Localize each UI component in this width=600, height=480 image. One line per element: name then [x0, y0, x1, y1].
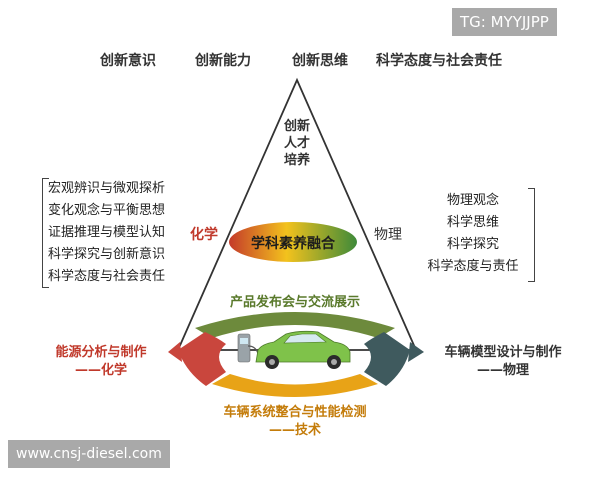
right-arrow-point — [408, 342, 424, 362]
apex-line-3: 培养 — [283, 153, 310, 168]
top-label-2: 创新能力 — [195, 53, 251, 69]
apex-line-1: 创新 — [283, 119, 310, 134]
top-label-3: 创新思维 — [292, 53, 348, 69]
watermark-bottom: www.cnsj-diesel.com — [8, 440, 170, 468]
list-item: 科学态度与社会责任 — [48, 269, 166, 284]
right-subject-label: 物理 — [374, 227, 402, 243]
list-item: 科学探究与创新意识 — [48, 247, 166, 262]
list-item: 变化观念与平衡思想 — [48, 203, 166, 218]
chemistry-list: 宏观辨识与微观探析 变化观念与平衡思想 证据推理与模型认知 科学探究与创新意识 … — [48, 178, 165, 288]
list-item: 宏观辨识与微观探析 — [48, 181, 166, 196]
core-label: 学科素养融合 — [251, 236, 335, 252]
left-segment-label: 能源分析与制作 ——化学 — [36, 344, 166, 380]
ring-top-segment — [195, 312, 395, 338]
list-item: 科学态度与责任 — [427, 259, 519, 274]
list-item: 物理观念 — [446, 193, 499, 208]
list-item: 科学探究 — [446, 237, 499, 252]
physics-bracket — [528, 188, 535, 282]
ring-right-segment — [364, 332, 410, 386]
top-label-4: 科学态度与社会责任 — [376, 53, 502, 69]
bottom-segment-line-1: 车辆系统整合与性能检测 — [223, 405, 367, 420]
watermark-top: TG: MYYJJPP — [452, 8, 557, 36]
watermark-bottom-text: www.cnsj-diesel.com — [16, 446, 162, 462]
right-segment-label: 车辆模型设计与制作 ——物理 — [428, 344, 578, 380]
bottom-segment-line-2: ——技术 — [268, 423, 321, 438]
ring-left-segment — [178, 332, 226, 386]
list-item: 科学思维 — [446, 215, 499, 230]
top-arc-label: 产品发布会与交流展示 — [229, 295, 360, 310]
watermark-top-text: TG: MYYJJPP — [460, 13, 549, 31]
core-ellipse — [229, 222, 357, 262]
top-label-1: 创新意识 — [100, 53, 156, 69]
left-segment-line-2: ——化学 — [74, 363, 127, 378]
list-item: 证据推理与模型认知 — [48, 225, 166, 240]
left-segment-line-1: 能源分析与制作 — [55, 345, 147, 360]
physics-list: 物理观念 科学思维 科学探究 科学态度与责任 — [418, 190, 528, 278]
car-illustration — [255, 330, 351, 369]
chemistry-bracket — [42, 178, 49, 288]
right-segment-line-1: 车辆模型设计与制作 — [444, 345, 562, 360]
left-subject-label: 化学 — [190, 227, 218, 243]
apex-line-2: 人才 — [283, 136, 310, 151]
bottom-segment-label: 车辆系统整合与性能检测 ——技术 — [200, 404, 390, 440]
apex-label: 创新 人才 培养 — [272, 118, 322, 169]
left-arrow-point — [168, 342, 182, 362]
ring-bottom-segment — [212, 374, 378, 397]
right-segment-line-2: ——物理 — [476, 363, 529, 378]
